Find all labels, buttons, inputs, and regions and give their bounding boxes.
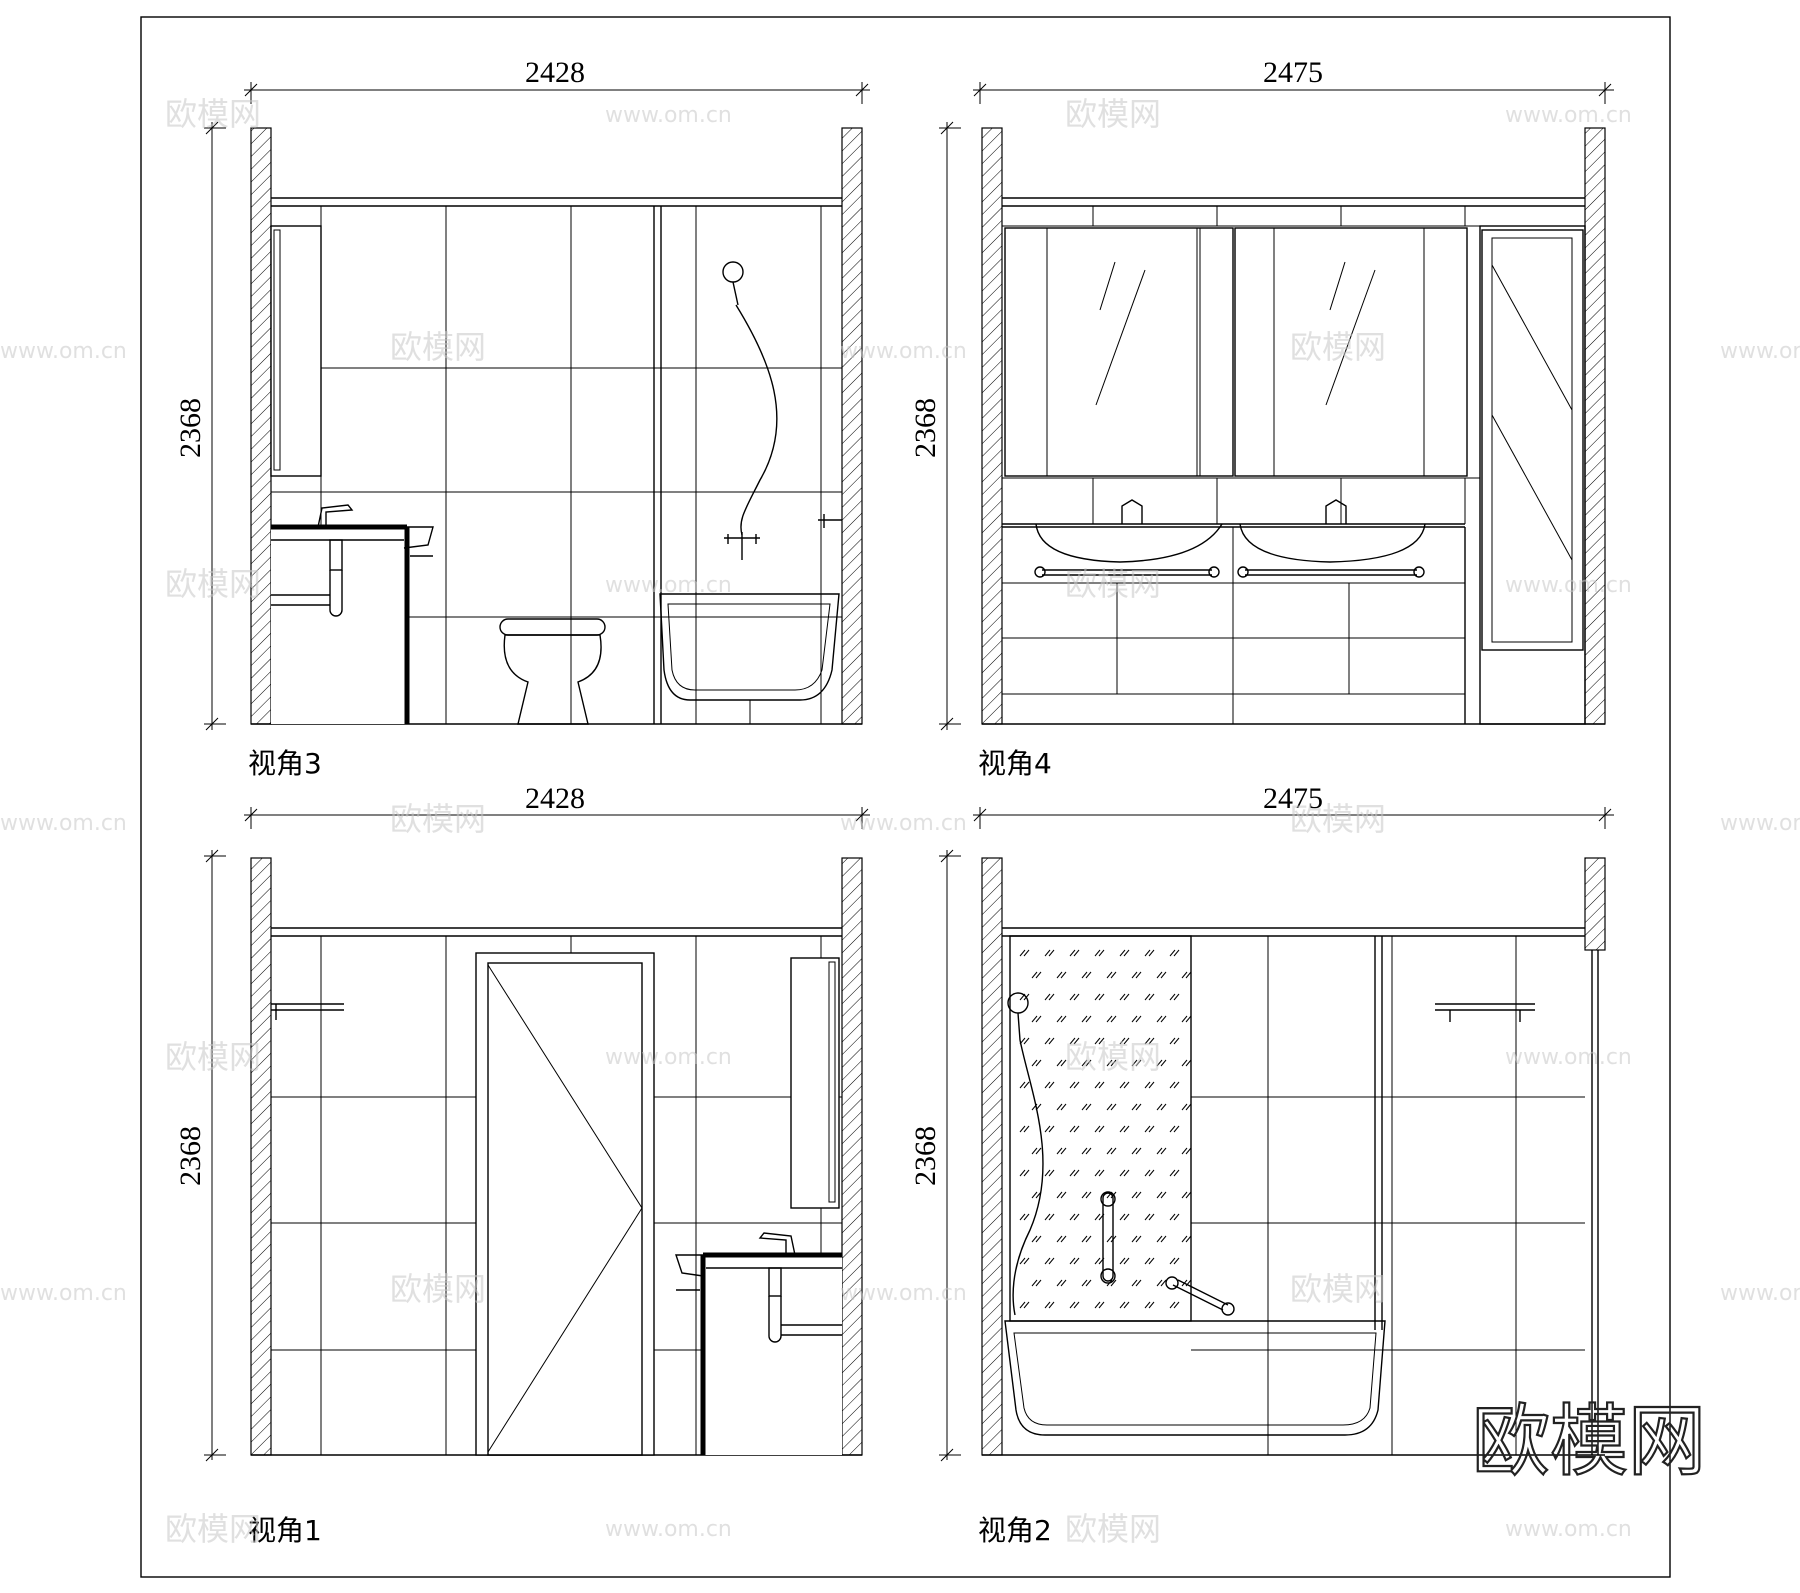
sheet-border	[140, 16, 1671, 1578]
view2-width-dim: 2475	[1263, 782, 1323, 815]
view2-height-dim: 2368	[909, 1126, 942, 1186]
watermark-brand: 欧模网	[1065, 1038, 1161, 1076]
watermark-url: www.om.cn	[1505, 1517, 1632, 1542]
view4-height-dim: 2368	[909, 398, 942, 458]
view3-width-dim: 2428	[525, 56, 585, 89]
watermark-url: www.om.cn	[1505, 1045, 1632, 1070]
view1-height-dim: 2368	[174, 1126, 207, 1186]
watermark-brand: 欧模网	[165, 565, 261, 603]
watermark-url: www.om.cn	[0, 811, 127, 836]
watermark-brand: 欧模网	[1290, 328, 1386, 366]
watermark-url: www.om.cn	[1720, 1281, 1800, 1306]
watermark-url: www.om.cn	[1720, 811, 1800, 836]
watermark-brand: 欧模网	[1065, 565, 1161, 603]
watermark-brand: 欧模网	[1065, 95, 1161, 133]
watermark-brand: 欧模网	[165, 1038, 261, 1076]
watermark-brand-large: 欧模网	[1472, 1397, 1706, 1487]
watermark-brand: 欧模网	[390, 800, 486, 838]
view4-elevation: 2475 2368	[909, 56, 1614, 731]
watermark-url: www.om.cn	[605, 103, 732, 128]
view3-elevation: 2428 2368	[174, 56, 870, 731]
watermark-url: www.om.cn	[840, 811, 967, 836]
watermark-brand: 欧模网	[1290, 1270, 1386, 1308]
watermark-url: www.om.cn	[1505, 103, 1632, 128]
view3-height-dim: 2368	[174, 398, 207, 458]
view1-elevation: 2428 2368	[174, 782, 870, 1462]
view2-elevation: 2475 2368	[909, 782, 1614, 1462]
watermark-url: www.om.cn	[605, 1045, 732, 1070]
watermark-url: www.om.cn	[605, 573, 732, 598]
watermark-brand: 欧模网	[390, 328, 486, 366]
view1-width-dim: 2428	[525, 782, 585, 815]
watermark-url: www.om.cn	[605, 1517, 732, 1542]
watermark-brand: 欧模网	[1290, 800, 1386, 838]
view4-label: 视角4	[978, 747, 1052, 780]
watermark-brand: 欧模网	[165, 1510, 261, 1548]
view4-width-dim: 2475	[1263, 56, 1323, 89]
watermark-url: www.om.cn	[840, 1281, 967, 1306]
watermark-brand: 欧模网	[165, 95, 261, 133]
view3-label: 视角3	[248, 747, 322, 780]
watermark-url: www.om.cn	[0, 1281, 127, 1306]
watermark-brand: 欧模网	[390, 1270, 486, 1308]
watermark-layer: 欧模网 www.om.cn 欧模网 www.om.cn www.om.cn 欧模网 www.…	[0, 95, 1800, 1548]
watermark-url: www.om.cn	[1505, 573, 1632, 598]
watermark-url: www.om.cn	[1720, 339, 1800, 364]
watermark-url: www.om.cn	[0, 339, 127, 364]
view2-label: 视角2	[978, 1514, 1052, 1547]
mosaic-tile-panel	[1009, 935, 1192, 1322]
watermark-url: www.om.cn	[840, 339, 967, 364]
view1-label: 视角1	[248, 1514, 322, 1547]
watermark-brand: 欧模网	[1065, 1510, 1161, 1548]
